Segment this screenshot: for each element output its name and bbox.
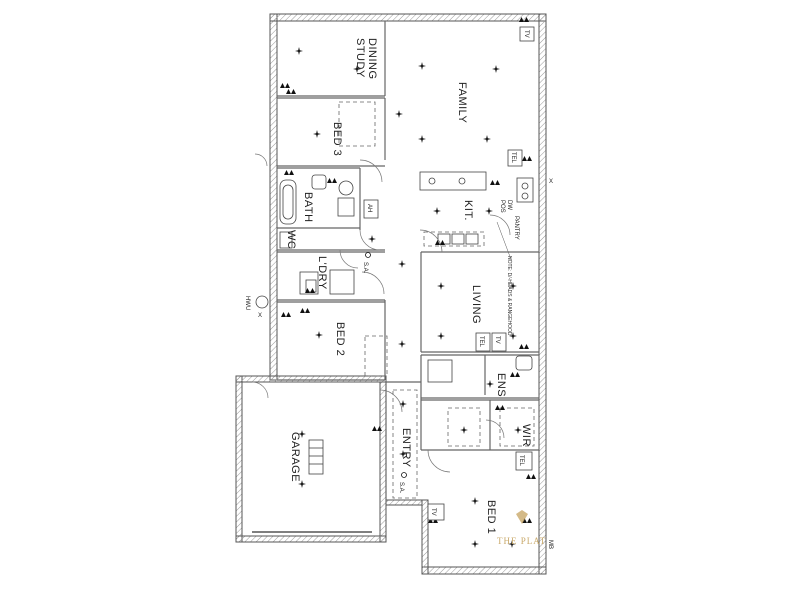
room-label-dining: DINING: [366, 38, 378, 80]
x-marker-left: X: [258, 313, 262, 319]
svg-text:S.A.: S.A.: [398, 482, 404, 494]
tel-box-bed1: TEL: [515, 451, 533, 471]
pantry-label: PANTRY: [513, 216, 519, 240]
watermark-logo: THE PLAT: [497, 510, 546, 546]
smoke-alarm-entry: S.A.: [398, 472, 407, 494]
room-label-study: STUDY: [354, 38, 366, 78]
room-label-bed3: BED 3: [331, 122, 343, 156]
light-icon: [395, 110, 403, 118]
room-label-wc: WC: [285, 230, 297, 249]
x-marker-right: X: [549, 179, 553, 185]
room-label-bath: BATH: [302, 192, 314, 223]
light-icon: [471, 497, 479, 505]
hwu-label: HWU: [244, 296, 250, 310]
room-label-wir: WIR: [520, 424, 532, 447]
doors: [251, 153, 511, 473]
light-icon: [313, 130, 321, 138]
room-label-family: FAMILY: [456, 82, 468, 123]
tel-box-family: TEL: [507, 149, 523, 167]
light-icon: [295, 47, 303, 55]
dw-label: DW: [506, 200, 512, 210]
light-icon: [368, 235, 376, 243]
smoke-alarm-hall: S.A.: [362, 252, 371, 274]
light-icon: [398, 260, 406, 268]
tv-box-bed1: TV: [427, 503, 445, 521]
light-icon: [492, 65, 500, 73]
tv-box-living: TV: [491, 332, 507, 352]
pos-label: POS: [499, 200, 505, 213]
room-label-entry: ENTRY: [400, 428, 412, 468]
light-icon: [418, 135, 426, 143]
svg-text:TEL: TEL: [478, 336, 484, 348]
light-icon: [483, 135, 491, 143]
room-label-bed1: BED 1: [485, 500, 497, 534]
tv-box-family: TV: [519, 26, 535, 42]
room-label-ldry: L'DRY: [316, 256, 328, 290]
mb-label: MB: [547, 540, 553, 549]
svg-text:TEL: TEL: [510, 152, 516, 164]
light-icon: [418, 62, 426, 70]
internal-walls: [277, 21, 539, 500]
room-label-bed2: BED 2: [334, 322, 346, 356]
light-icon: [399, 400, 407, 408]
room-label-living: LIVING: [470, 285, 482, 324]
fixtures: [252, 101, 535, 533]
tel-box-living: TEL: [475, 332, 491, 352]
light-points: [295, 47, 522, 548]
svg-text:TEL: TEL: [518, 455, 524, 467]
light-icon: [433, 207, 441, 215]
room-label-ens: ENS: [495, 373, 507, 397]
room-label-kit: KIT.: [462, 200, 474, 221]
light-icon: [437, 332, 445, 340]
svg-text:TV: TV: [430, 508, 436, 516]
svg-text:TV: TV: [494, 336, 500, 344]
svg-text:S.A.: S.A.: [362, 262, 368, 274]
light-icon: [485, 207, 493, 215]
svg-text:TV: TV: [523, 30, 529, 38]
light-icon: [471, 540, 479, 548]
ah-label: AH: [366, 204, 372, 212]
room-label-garage: GARAGE: [289, 432, 301, 482]
light-icon: [437, 282, 445, 290]
light-icon: [486, 380, 494, 388]
light-icon: [460, 426, 468, 434]
svg-text:THE PLAT: THE PLAT: [497, 536, 546, 546]
light-icon: [398, 340, 406, 348]
light-icon: [315, 331, 323, 339]
kitchen-note: NOTE: D/-HEADS & RANGEHOOD: [506, 256, 512, 336]
